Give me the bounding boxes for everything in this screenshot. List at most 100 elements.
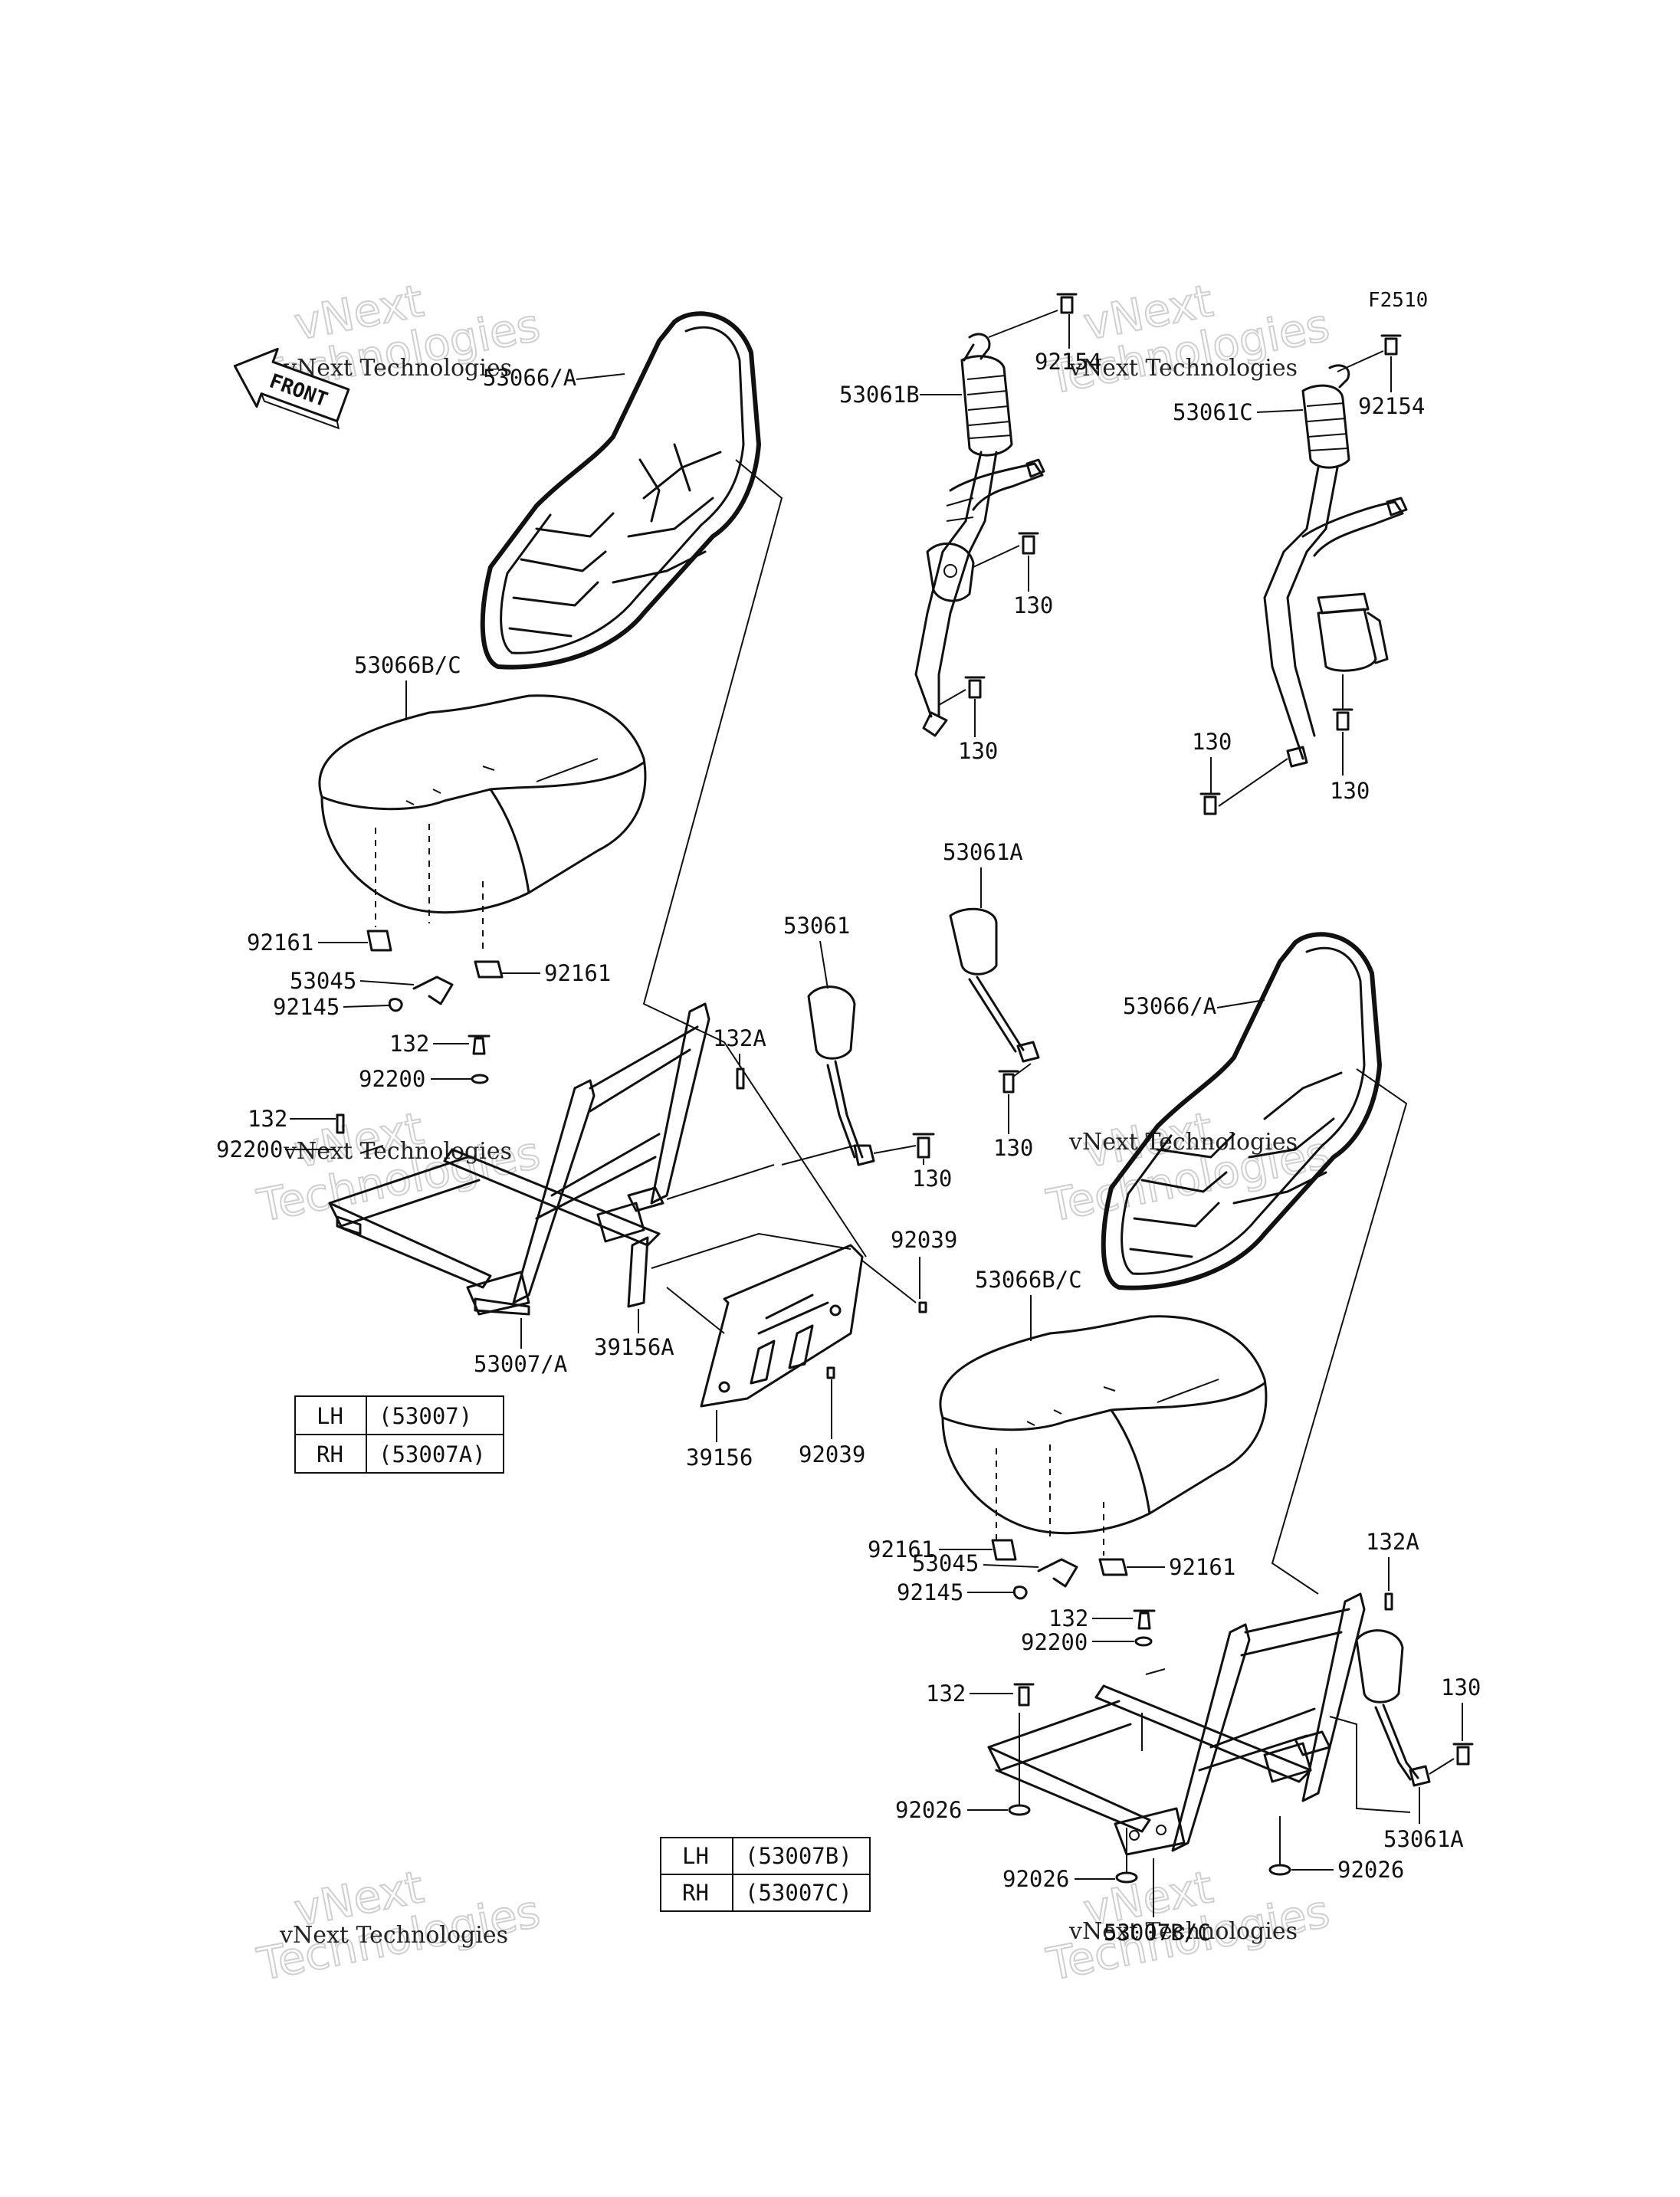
table-lh-rh-53007b: LH (53007B) RH (53007C) <box>660 1837 871 1912</box>
label-latch-rh: 53045 <box>912 1550 979 1576</box>
bracket-rh-b <box>1098 1558 1128 1576</box>
belt-b <box>914 333 1045 737</box>
leader-cover-pad <box>651 1232 851 1269</box>
leader-cover-pad-2 <box>666 1287 725 1334</box>
cover-pad-39156a <box>627 1236 649 1308</box>
bolt-92154-b <box>1056 293 1078 314</box>
bolt-132a-rh <box>1384 1592 1393 1611</box>
leader-backrest-lh-frame <box>642 459 867 1258</box>
washer-92026-b <box>1115 1871 1138 1884</box>
label-belt-c: 53061C <box>1173 399 1253 425</box>
label-washer-92026-b: 92026 <box>1002 1866 1069 1892</box>
latch-lh <box>412 976 454 1005</box>
label-bolt-130-buckle-a: 130 <box>993 1135 1033 1161</box>
label-washer-rh: 92200 <box>1021 1629 1088 1655</box>
label-bolt-132-lh-b: 132 <box>248 1106 287 1132</box>
front-arrow-shadow <box>261 393 340 430</box>
label-cover: 39156 <box>686 1444 753 1471</box>
table-1-cell-r1c2: (53007) <box>379 1403 472 1429</box>
frame-rh <box>987 1592 1366 1856</box>
bolt-130-c2 <box>1199 792 1221 815</box>
label-bracket-lh-a: 92161 <box>247 930 313 956</box>
label-spring-lh: 92145 <box>273 994 340 1020</box>
washer-rh <box>1134 1636 1153 1647</box>
washer-92026-a <box>1008 1804 1031 1816</box>
table-2-cell-r1c2: (53007B) <box>745 1843 852 1869</box>
leader-bolt-130-rh-2 <box>1429 1758 1455 1775</box>
buckle-a <box>949 907 1040 1063</box>
cover-39156 <box>700 1244 864 1408</box>
leader-bolt-130-buckle-lh-2 <box>873 1145 917 1154</box>
watermark-text-3: vNext Technologies <box>283 1138 512 1165</box>
leader-bolt-92154-c-2 <box>1337 350 1384 372</box>
label-bolt-92154-c: 92154 <box>1358 393 1425 419</box>
clip-top <box>918 1301 927 1313</box>
spring-lh <box>388 998 403 1012</box>
bolt-132a-lh <box>736 1067 745 1090</box>
table-1-cell-r2c1: RH <box>317 1441 343 1467</box>
table-2-cell-r2c1: RH <box>682 1880 709 1906</box>
leader-bolt-92154-b-2 <box>988 310 1058 338</box>
bolt-132-rh-a <box>1133 1609 1156 1630</box>
bracket-lh-b <box>474 960 504 979</box>
label-bolt-130-c2: 130 <box>1192 729 1232 755</box>
buckle-lh <box>807 985 875 1166</box>
label-cover-pad: 39156A <box>594 1334 674 1360</box>
bolt-132-rh-b <box>1013 1683 1035 1707</box>
label-bolt-130-buckle-lh: 130 <box>912 1166 952 1192</box>
label-frame-rh: 53007B/C <box>1104 1920 1211 1946</box>
bolt-130-buckle-a <box>998 1070 1019 1094</box>
bracket-rh-a <box>991 1539 1017 1561</box>
label-washer-lh-a: 92200 <box>359 1066 425 1092</box>
leader-bolt-130-c2-2 <box>1218 758 1288 807</box>
label-belt-b: 53061B <box>839 382 920 408</box>
watermark-text-1: vNext Technologies <box>283 355 512 382</box>
label-bolt-132a-rh: 132A <box>1366 1529 1419 1555</box>
label-bolt-130-b2: 130 <box>958 738 998 764</box>
bolt-130-c1 <box>1332 708 1354 731</box>
label-bolt-132-lh-a: 132 <box>389 1031 429 1057</box>
table-1-cell-r2c2: (53007A) <box>379 1441 486 1467</box>
table-2-cell-r2c2: (53007C) <box>745 1880 852 1906</box>
bolt-92154-c <box>1380 334 1402 356</box>
watermark-text-5: vNext Technologies <box>279 1922 508 1949</box>
leader-bolt-130-buckle-a-2 <box>1012 1063 1032 1077</box>
label-clip-bottom: 92039 <box>799 1441 865 1467</box>
watermark-group: vNext Technologies vNext Technologies vN… <box>252 274 1334 1992</box>
figure-code: F2510 <box>1368 289 1428 312</box>
leader-buckle-rh-frame <box>1329 1716 1411 1813</box>
label-spring-rh: 92145 <box>897 1579 963 1605</box>
label-bolt-132-rh-b: 132 <box>926 1681 966 1707</box>
bolt-132-lh-b <box>336 1113 345 1134</box>
label-bolt-132a-lh: 132A <box>713 1025 766 1051</box>
bolt-132-lh-a <box>468 1035 491 1055</box>
clip-bottom <box>826 1366 835 1379</box>
label-bolt-132-rh-a: 132 <box>1048 1605 1088 1631</box>
label-bracket-rh-b: 92161 <box>1169 1554 1235 1580</box>
label-latch-lh: 53045 <box>290 968 356 994</box>
leader-clip-top-2 <box>861 1260 917 1303</box>
leader-backrest-rh-frame <box>1271 1068 1408 1595</box>
label-washer-92026-c: 92026 <box>1337 1857 1404 1883</box>
leader-buckle-lh-frame <box>781 1145 855 1166</box>
leader-buckle-lh-frame-2 <box>666 1164 775 1200</box>
backrest-rh <box>1101 932 1382 1290</box>
buckle-rh <box>1355 1629 1431 1787</box>
washer-lh-a <box>471 1074 489 1084</box>
label-frame-lh: 53007/A <box>474 1351 567 1377</box>
label-buckle-rh: 53061A <box>1383 1826 1464 1852</box>
label-bolt-130-rh: 130 <box>1441 1674 1481 1700</box>
watermark-text-4: vNext Technologies <box>1068 1129 1298 1156</box>
label-backrest-rh: 53066/A <box>1123 993 1216 1019</box>
label-cushion-lh: 53066B/C <box>354 652 461 678</box>
label-bracket-lh-b: 92161 <box>544 960 611 986</box>
belt-c <box>1263 364 1408 768</box>
bracket-lh-a <box>366 930 392 952</box>
leader-bolt-130-b1-2 <box>973 545 1020 568</box>
bolt-130-b2 <box>964 676 986 699</box>
label-clip-top: 92039 <box>891 1227 957 1253</box>
leader-spring-lh <box>343 1005 390 1008</box>
label-bolt-92154-b: 92154 <box>1035 349 1101 375</box>
spring-rh <box>1012 1585 1028 1600</box>
